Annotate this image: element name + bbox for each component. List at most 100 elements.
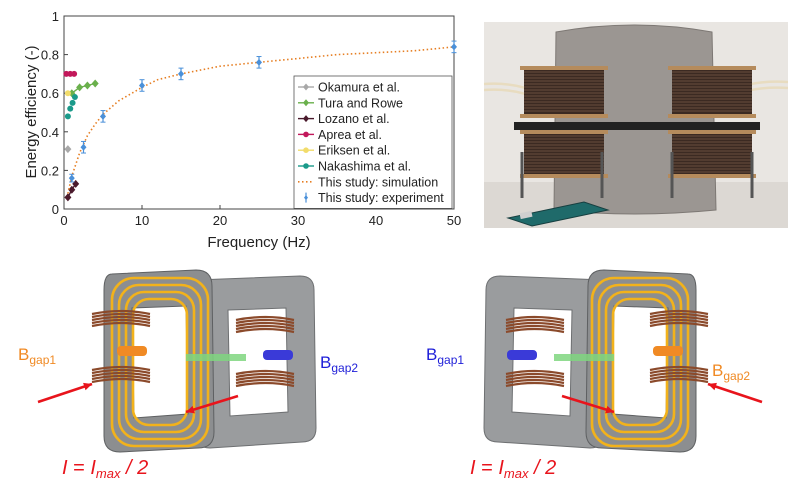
y-tick-label: 0.4 [41,125,59,140]
series-5 [64,94,78,120]
data-point [256,58,262,66]
y-tick-label: 0.8 [41,48,59,63]
gap-bridge [186,354,246,361]
series-4 [64,90,71,97]
coil-turn [91,374,151,381]
coil-turn [235,369,295,376]
coil-turn [649,318,709,325]
y-axis-label: Energy efficiency (-) [23,45,40,178]
field-loop [597,283,683,441]
coil-turn [649,309,709,316]
diagram-right: Bgap1 Bgap2 I = Imax / 2 [426,269,763,481]
data-point [71,94,78,101]
legend-label: Eriksen et al. [318,144,390,158]
series-7 [68,40,457,183]
legend-label: This study: experiment [318,191,444,205]
coil-turn [91,315,151,322]
field-loop [110,276,210,448]
coil-turn [649,321,709,328]
current-out-arrow [185,394,239,414]
y-tick-label: 0.6 [41,86,59,101]
legend-marker [303,131,309,138]
data-point [69,99,76,106]
coil-turn [649,368,709,375]
data-point [67,105,74,112]
coil-turn [505,369,565,376]
field-loop [124,290,196,434]
current-out-arrow-head [186,405,195,414]
legend-marker [303,99,309,107]
series-line [67,183,77,198]
current-caption-right: I = Imax / 2 [470,457,556,481]
coil-turn [91,365,151,372]
coil-turn [235,372,295,379]
current-in-arrow-head [708,382,717,391]
coil-turn [649,374,709,381]
coil-turn [649,371,709,378]
coil-turn [235,315,295,322]
rear-core-window [227,307,289,417]
coil-turn [235,318,295,325]
x-tick-label: 40 [369,213,383,228]
coil-turn [505,375,565,382]
field-loop [604,290,676,434]
coil-turn [505,315,565,322]
series-1 [68,79,99,98]
coil-turn [649,315,709,322]
coil-turn [235,321,295,328]
legend-marker [304,195,308,201]
legend-label: Nakashima et al. [318,160,411,174]
coil-turn [91,318,151,325]
x-tick-label: 50 [447,213,461,228]
current-out-arrow [561,394,615,414]
coil-turn [505,378,565,385]
gap1-magnet [653,346,683,356]
coil-turn [91,312,151,319]
coil-turn [235,327,295,334]
coil-turn [649,377,709,384]
coil-turn [505,321,565,328]
simulation-line [67,46,455,194]
legend-label: This study: simulation [318,175,438,189]
data-point [80,143,87,151]
current-in-arrow [707,382,763,404]
coil-turn [235,381,295,388]
coil-winding [524,70,604,114]
data-point [100,112,106,120]
data-point [64,90,71,97]
legend-label: Tura and Rowe [318,96,403,110]
series-6 [67,46,455,194]
legend-label: Lozano et al. [318,112,390,126]
b-gap1-label: Bgap1 [426,345,464,367]
data-point [451,43,457,51]
legend-box [293,75,453,209]
front-core-window [131,305,189,419]
coil-turn [235,375,295,382]
coil-turn [91,368,151,375]
field-loop [611,297,669,427]
data-point [178,70,184,78]
legend-marker [303,147,309,153]
coil-turn [505,318,565,325]
legend-label: Aprea et al. [318,128,382,142]
coil-turn [91,377,151,384]
coil-plate [520,114,608,118]
coil-winding [672,70,752,114]
current-in-arrow-head [83,382,92,391]
data-point [64,113,71,120]
b-gap2-label: Bgap2 [320,353,358,375]
legend-marker [303,163,309,169]
gap1-magnet [117,346,147,356]
field-loop [590,276,690,448]
legend-label: Okamura et al. [318,81,400,95]
data-point [68,174,75,182]
x-tick-label: 10 [135,213,149,228]
series-0 [64,145,72,154]
diagram-left: Bgap1 Bgap2 I = Imax / 2 [18,269,358,481]
y-tick-label: 0 [52,202,59,217]
coil-plate [668,66,756,70]
x-tick-label: 30 [291,213,305,228]
coil-plate [668,114,756,118]
prototype-photo [484,22,788,228]
